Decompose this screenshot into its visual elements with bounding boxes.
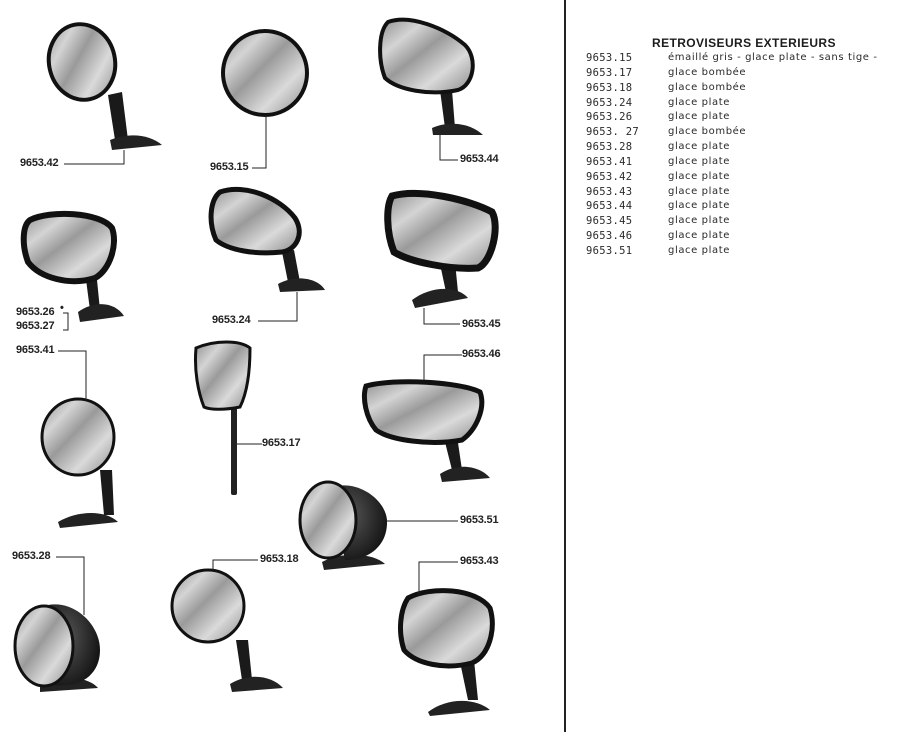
legend-list: 9653.15 émaillé gris - glace plate - sans…: [586, 52, 896, 260]
legend-row: 9653. 27 glace bombée: [586, 126, 896, 141]
legend-description: émaillé gris - glace plate - sans tige -: [668, 52, 878, 63]
callout-9653-28: 9653.28: [12, 550, 51, 562]
legend-row: 9653.18 glace bombée: [586, 82, 896, 97]
legend-row: 9653.41 glace plate: [586, 156, 896, 171]
legend-code: 9653.43: [586, 185, 633, 198]
legend-code: 9653.24: [586, 96, 633, 109]
legend-code: 9653.18: [586, 81, 633, 94]
legend-code: 9653.51: [586, 244, 633, 257]
legend-description: glace plate: [668, 170, 731, 182]
legend-code: 9653.28: [586, 141, 633, 154]
legend-description: glace plate: [668, 155, 731, 167]
legend-row: 9653.44 glace plate: [586, 200, 896, 215]
callout-9653-27: 9653.27: [16, 320, 55, 332]
legend-description: glace plate: [668, 230, 731, 242]
callout-9653-24: 9653.24: [212, 314, 251, 326]
legend-title: RETROVISEURS EXTERIEURS: [652, 36, 836, 50]
mirror-9653-41: [40, 397, 118, 528]
mirror-9653-24: [208, 186, 325, 292]
mirror-9653-15: [221, 29, 309, 117]
legend-code: 9653.44: [586, 200, 633, 213]
callout-9653-41: 9653.41: [16, 344, 55, 356]
mirror-9653-17: [194, 340, 252, 495]
legend-code: 9653.26: [586, 111, 633, 124]
legend-description: glace plate: [668, 111, 731, 123]
legend-description: glace plate: [668, 141, 731, 153]
legend-row: 9653.43 glace plate: [586, 186, 896, 201]
callout-9653-26: 9653.26: [16, 306, 55, 318]
callout-9653-43: 9653.43: [460, 555, 499, 567]
legend-code: 9653.46: [586, 230, 633, 243]
mirror-9653-51: [298, 480, 388, 570]
mirror-9653-28: [13, 604, 100, 692]
callout-9653-15: 9653.15: [210, 161, 249, 173]
legend-description: glace bombée: [668, 66, 747, 78]
legend-row: 9653.51 glace plate: [586, 245, 896, 260]
legend-description: glace plate: [668, 200, 731, 212]
mirror-9653-43: [398, 588, 495, 716]
mirror-9653-44: [378, 17, 483, 135]
legend-row: 9653.46 glace plate: [586, 230, 896, 245]
legend-description: glace bombée: [668, 126, 747, 138]
callout-9653-42: 9653.42: [20, 157, 59, 169]
leader-lines: [56, 115, 462, 615]
column-divider: [564, 0, 566, 732]
legend-description: glace plate: [668, 215, 731, 227]
mirror-9653-18: [170, 568, 283, 692]
legend-code: 9653.15: [586, 52, 633, 64]
legend-row: 9653.17 glace bombée: [586, 67, 896, 82]
legend-code: 9653.45: [586, 215, 633, 228]
mirror-9653-26: [20, 210, 124, 322]
callout-9653-45: 9653.45: [462, 318, 501, 330]
legend-description: glace plate: [668, 96, 731, 108]
callout-9653-46: 9653.46: [462, 348, 501, 360]
legend-code: 9653.42: [586, 170, 633, 183]
legend-row: 9653.24 glace plate: [586, 97, 896, 112]
legend-row: 9653.28 glace plate: [586, 141, 896, 156]
legend-description: glace bombée: [668, 81, 747, 93]
callout-9653-26-mark: •: [60, 302, 64, 314]
mirror-illustrations-panel: 9653.42 9653.15 9653.44 9653.26 • 9653.2…: [12, 17, 501, 716]
legend-description: glace plate: [668, 185, 731, 197]
legend-row: 9653.26 glace plate: [586, 111, 896, 126]
legend-code: 9653.17: [586, 66, 633, 79]
legend-row: 9653.45 glace plate: [586, 215, 896, 230]
callout-9653-18: 9653.18: [260, 553, 299, 565]
legend-row: 9653.15 émaillé gris - glace plate - sans…: [586, 52, 896, 67]
mirror-9653-46: [361, 379, 490, 482]
callout-9653-17: 9653.17: [262, 437, 301, 449]
legend-code: 9653.41: [586, 155, 633, 168]
legend-code: 9653. 27: [586, 126, 639, 139]
legend-row: 9653.42 glace plate: [586, 171, 896, 186]
callout-9653-44: 9653.44: [460, 153, 499, 165]
callout-9653-51: 9653.51: [460, 514, 499, 526]
legend-description: glace plate: [668, 244, 731, 256]
mirror-9653-45: [384, 189, 499, 308]
mirror-9653-42: [46, 22, 162, 150]
